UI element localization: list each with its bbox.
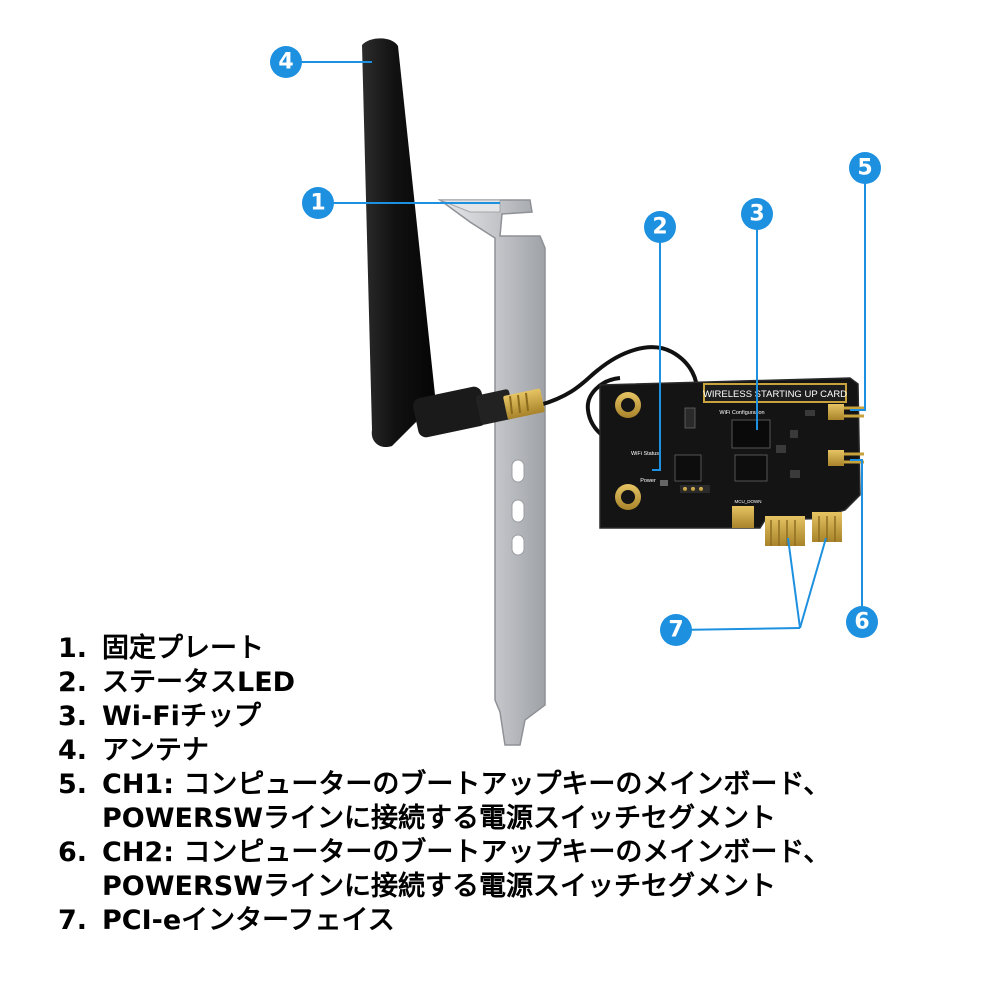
legend-item-7: 7. PCI-eインターフェイス [58, 904, 988, 938]
legend-number: 2. [58, 667, 88, 698]
legend-item-3: 3. Wi-Fiチップ [58, 700, 988, 734]
legend-text: 固定プレート [102, 633, 264, 664]
callout-lines [286, 61, 866, 631]
legend-item-5-cont: POWERSWラインに接続する電源スイッチセグメント [58, 802, 988, 836]
legend-text: アンテナ [102, 735, 209, 766]
legend-text: CH1: コンピューターのブートアップキーのメインボード、 [102, 769, 831, 800]
callout-1: 1 [302, 187, 334, 219]
legend-text: CH2: コンピューターのブートアップキーのメインボード、 [102, 837, 831, 868]
legend-text: ステータスLED [102, 667, 296, 698]
legend-number: 7. [58, 905, 88, 936]
callout-2: 2 [644, 211, 676, 243]
svg-text:6: 6 [854, 610, 869, 635]
legend-number: 5. [58, 769, 88, 800]
legend-item-2: 2. ステータスLED [58, 666, 988, 700]
pcb-board: WIRELESS STARTING UP CARD WiFi Configura… [599, 377, 864, 529]
board-label: WIRELESS STARTING UP CARD [703, 389, 847, 400]
legend-item-6: 6. CH2: コンピューターのブートアップキーのメインボード、 [58, 836, 988, 870]
callout-4: 4 [270, 46, 302, 78]
legend-text: PCI-eインターフェイス [102, 905, 395, 936]
svg-text:3: 3 [749, 202, 764, 227]
power-label: Power [640, 478, 656, 484]
legend-number: 3. [58, 701, 88, 732]
callouts: 4 1 2 3 5 6 7 [270, 46, 881, 646]
legend-number: 4. [58, 735, 88, 766]
legend-item-6-cont: POWERSWラインに接続する電源スイッチセグメント [58, 870, 988, 904]
callout-7: 7 [660, 614, 692, 646]
legend-item-1: 1. 固定プレート [58, 632, 988, 666]
svg-text:5: 5 [857, 156, 872, 181]
wifi-status-label: WiFi Status [631, 451, 659, 457]
legend-item-5: 5. CH1: コンピューターのブートアップキーのメインボード、 [58, 768, 988, 802]
legend-text: POWERSWラインに接続する電源スイッチセグメント [102, 803, 776, 834]
antenna [362, 38, 545, 448]
pcie-connector [765, 512, 842, 546]
legend-number: 6. [58, 837, 88, 868]
legend-number: 1. [58, 633, 88, 664]
legend-text: Wi-Fiチップ [102, 701, 261, 732]
svg-text:7: 7 [668, 618, 683, 643]
legend-list: 1. 固定プレート 2. ステータスLED 3. Wi-Fiチップ 4. アンテ… [58, 632, 988, 938]
callout-3: 3 [741, 198, 773, 230]
wifi-config-label: WiFi Configuration [719, 410, 764, 416]
svg-text:2: 2 [652, 215, 667, 240]
legend-text: POWERSWラインに接続する電源スイッチセグメント [102, 871, 776, 902]
svg-text:1: 1 [310, 191, 325, 216]
callout-5: 5 [849, 152, 881, 184]
svg-text:4: 4 [278, 50, 293, 75]
mcu-label: MCU_DOWN [735, 499, 762, 504]
callout-6: 6 [846, 606, 878, 638]
legend-item-4: 4. アンテナ [58, 734, 988, 768]
